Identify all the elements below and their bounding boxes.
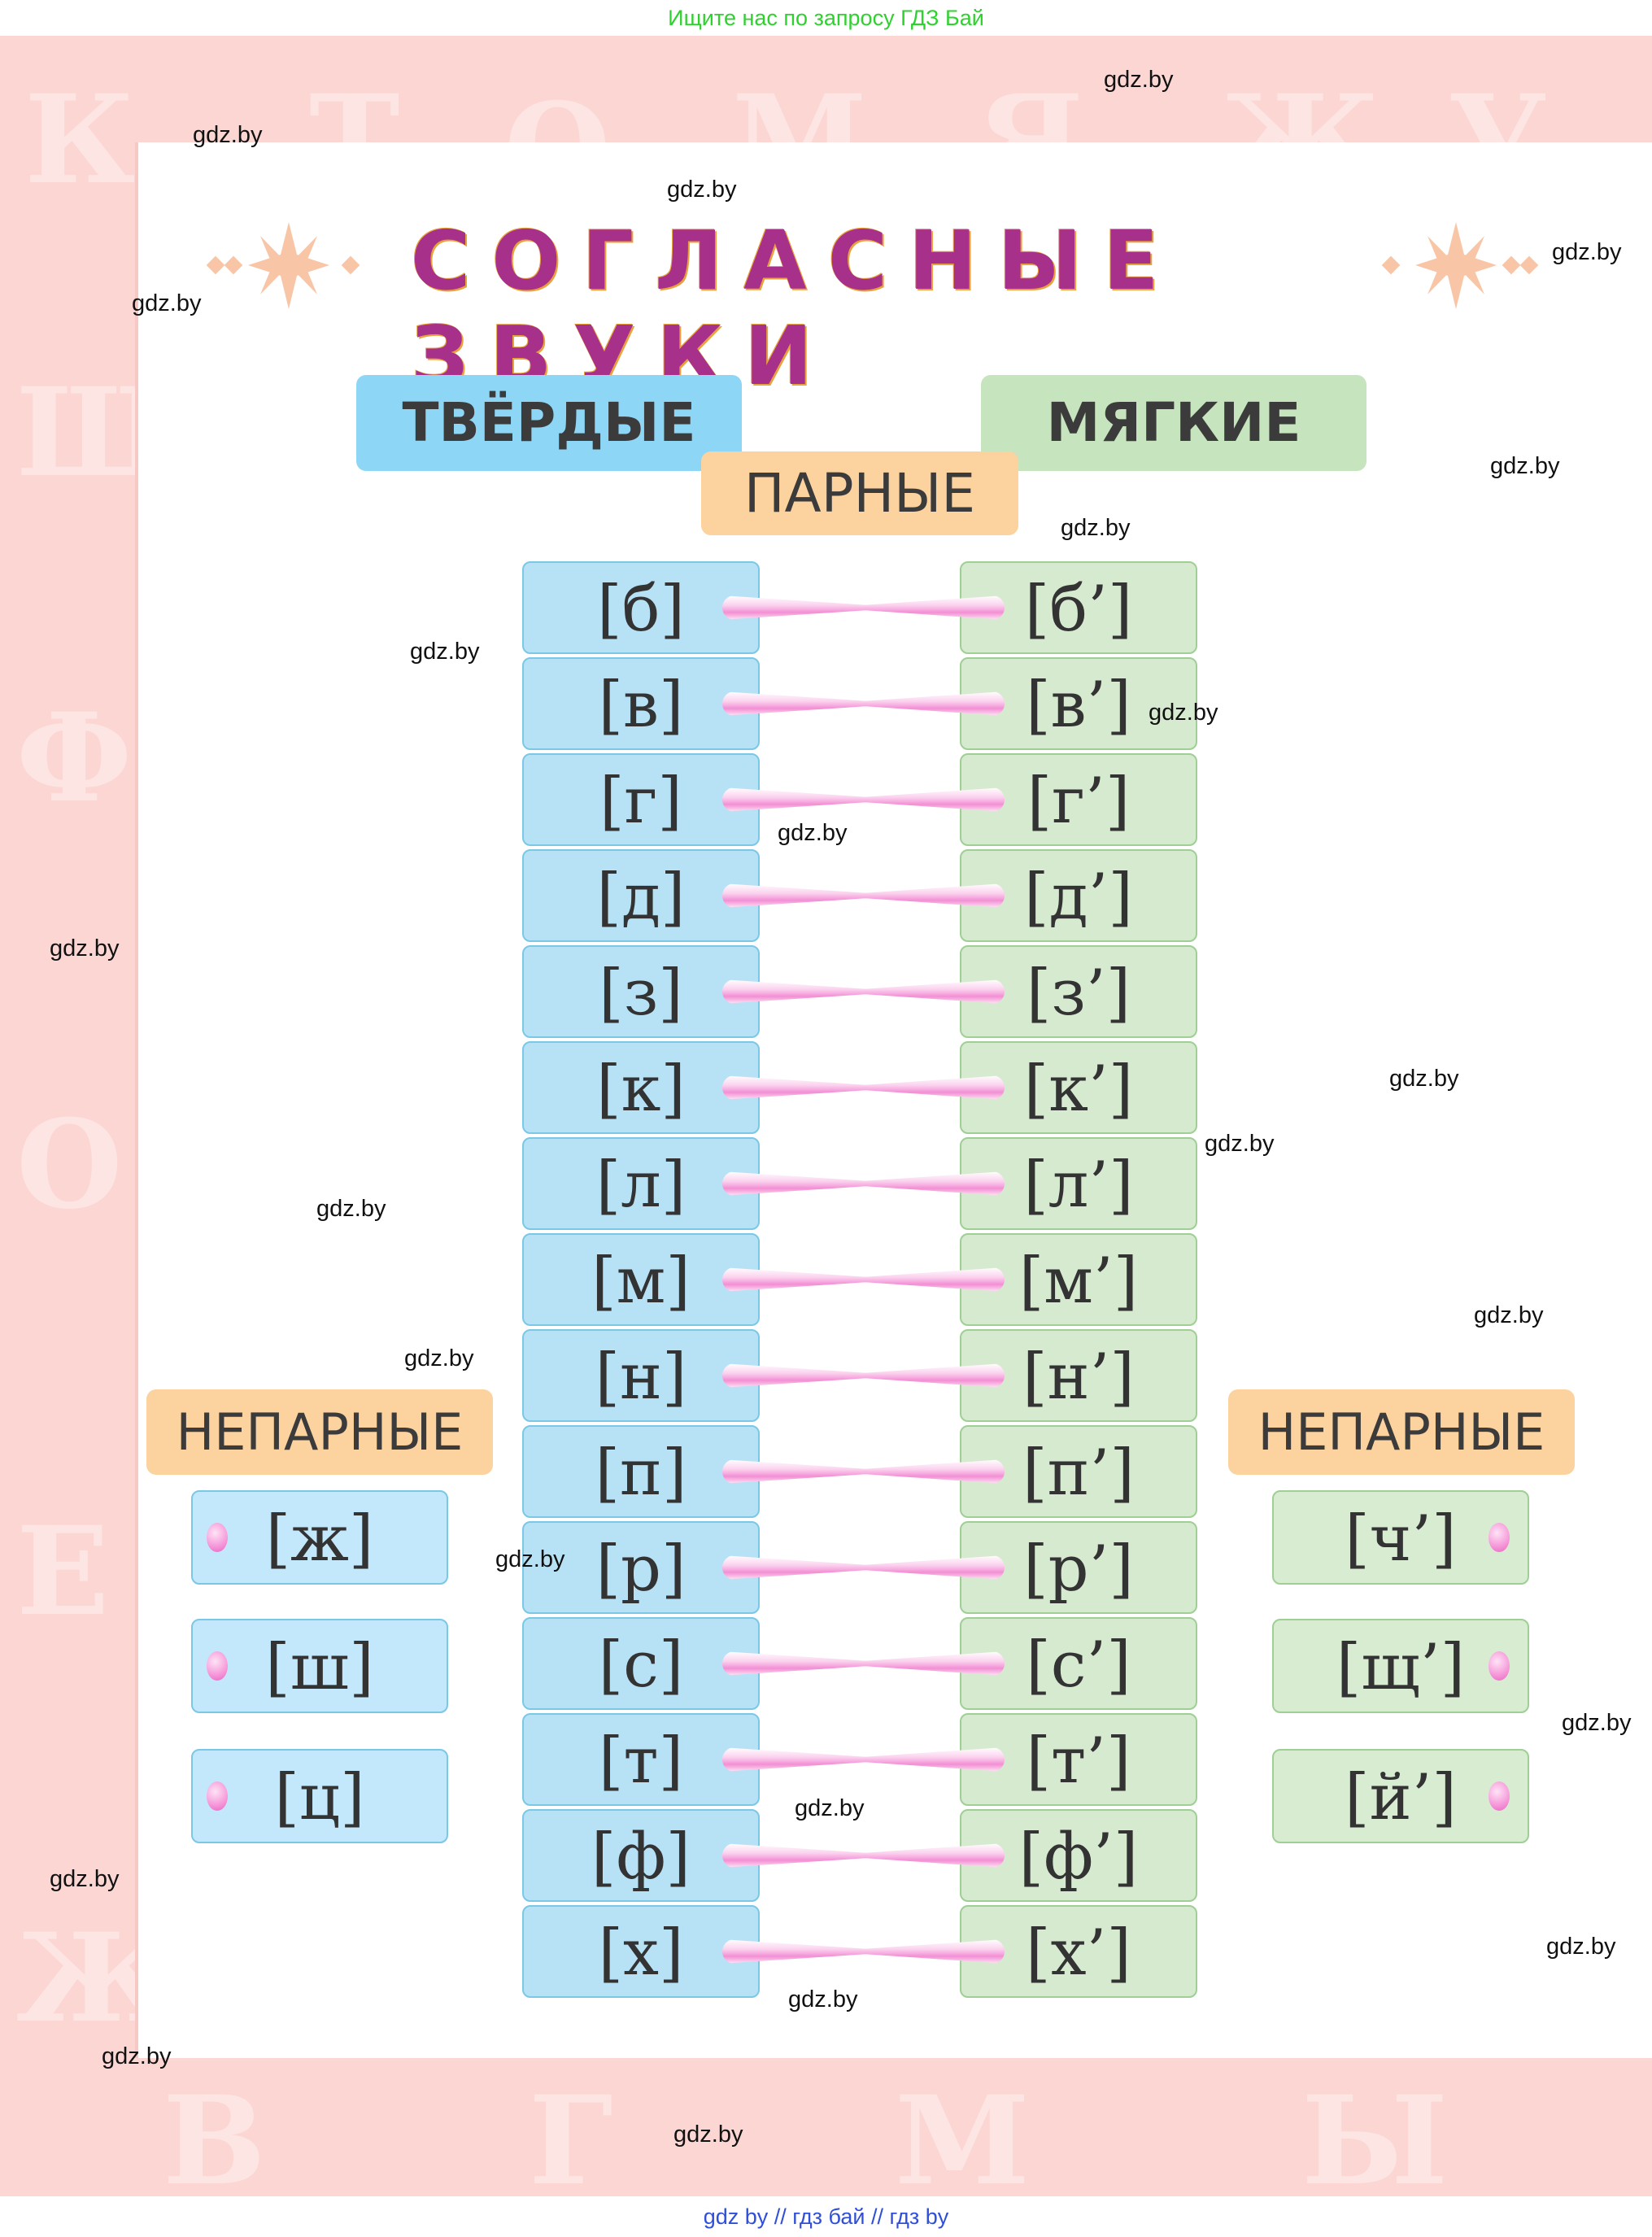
watermark: gdz.by bbox=[1546, 1934, 1616, 1960]
top-banner: Ищите нас по запросу ГДЗ Бай bbox=[668, 6, 984, 30]
unpaired-hard-cell: [ж] bbox=[191, 1490, 448, 1585]
cell-text: [ш] bbox=[265, 1631, 374, 1704]
watermark: gdz.by bbox=[1562, 1710, 1632, 1736]
footer-links[interactable]: gdz by // гдз бай // гдз by bbox=[703, 2204, 949, 2229]
bead-icon bbox=[207, 1523, 228, 1552]
watermark: gdz.by bbox=[1104, 67, 1174, 93]
paired-hard-cell: [г] bbox=[522, 753, 760, 846]
watermark: gdz.by bbox=[1474, 1302, 1544, 1328]
watermark: gdz.by bbox=[673, 2121, 743, 2148]
watermark: gdz.by bbox=[1490, 453, 1560, 479]
watermark: gdz.by bbox=[1389, 1066, 1459, 1092]
soft-header: МЯГКИЕ bbox=[981, 375, 1366, 471]
bead-icon bbox=[1489, 1781, 1510, 1811]
paired-soft-cell: [н’] bbox=[960, 1329, 1197, 1422]
paired-hard-cell: [п] bbox=[522, 1425, 760, 1518]
watermark: gdz.by bbox=[132, 290, 202, 316]
unpaired-soft-cell: [ч’] bbox=[1272, 1490, 1529, 1585]
watermark: gdz.by bbox=[667, 177, 737, 203]
bead-icon bbox=[1489, 1523, 1510, 1552]
watermark: gdz.by bbox=[778, 820, 848, 846]
paired-hard-cell: [л] bbox=[522, 1137, 760, 1230]
unpaired-hard-cell: [ш] bbox=[191, 1619, 448, 1713]
cell-text: [ж] bbox=[265, 1502, 374, 1576]
paired-soft-cell: [в’] bbox=[960, 657, 1197, 750]
watermark: gdz.by bbox=[50, 935, 120, 962]
paired-soft-cell: [м’] bbox=[960, 1233, 1197, 1326]
right-ornament-icon bbox=[1381, 222, 1539, 309]
watermark: gdz.by bbox=[410, 639, 480, 665]
paired-hard-cell: [н] bbox=[522, 1329, 760, 1422]
watermark: gdz.by bbox=[1149, 700, 1218, 726]
paired-hard-cell: [д] bbox=[522, 849, 760, 942]
paired-hard-cell: [ф] bbox=[522, 1809, 760, 1902]
paired-hard-cell: [т] bbox=[522, 1713, 760, 1806]
cell-text: [ч’] bbox=[1345, 1502, 1457, 1576]
watermark: gdz.by bbox=[50, 1866, 120, 1892]
watermark: gdz.by bbox=[495, 1546, 565, 1572]
watermark: gdz.by bbox=[1552, 239, 1622, 265]
watermark: gdz.by bbox=[795, 1795, 865, 1821]
bead-icon bbox=[207, 1651, 228, 1681]
cell-text: [щ’] bbox=[1336, 1631, 1466, 1704]
paired-header: ПАРНЫЕ bbox=[701, 451, 1018, 535]
paired-hard-cell: [с] bbox=[522, 1617, 760, 1710]
paired-soft-cell: [ф’] bbox=[960, 1809, 1197, 1902]
cell-text: [ц] bbox=[274, 1761, 365, 1834]
watermark: gdz.by bbox=[1205, 1131, 1275, 1157]
bead-icon bbox=[207, 1781, 228, 1811]
watermark: gdz.by bbox=[193, 122, 263, 148]
cell-text: [й’] bbox=[1345, 1761, 1457, 1834]
watermark: gdz.by bbox=[404, 1345, 474, 1371]
left-ornament-icon bbox=[206, 222, 360, 309]
watermark: gdz.by bbox=[1061, 515, 1131, 541]
paired-hard-cell: [р] bbox=[522, 1521, 760, 1614]
watermark: gdz.by bbox=[102, 2043, 172, 2069]
bead-icon bbox=[1489, 1651, 1510, 1681]
unpaired-hard-cell: [ц] bbox=[191, 1749, 448, 1843]
unpaired-soft-cell: [й’] bbox=[1272, 1749, 1529, 1843]
paired-hard-cell: [в] bbox=[522, 657, 760, 750]
page-title: СОГЛАСНЫЕ ЗВУКИ bbox=[411, 213, 1180, 403]
unpaired-soft-header: НЕПАРНЫЕ bbox=[1228, 1389, 1575, 1475]
hard-header: ТВЁРДЫЕ bbox=[356, 375, 742, 471]
paired-hard-cell: [х] bbox=[522, 1905, 760, 1998]
unpaired-hard-header: НЕПАРНЫЕ bbox=[146, 1389, 493, 1475]
unpaired-soft-cell: [щ’] bbox=[1272, 1619, 1529, 1713]
paired-hard-cell: [б] bbox=[522, 561, 760, 654]
watermark: gdz.by bbox=[316, 1196, 386, 1222]
paired-soft-cell: [т’] bbox=[960, 1713, 1197, 1806]
paired-hard-cell: [м] bbox=[522, 1233, 760, 1326]
watermark: gdz.by bbox=[788, 1986, 858, 2012]
paired-hard-cell: [з] bbox=[522, 945, 760, 1038]
